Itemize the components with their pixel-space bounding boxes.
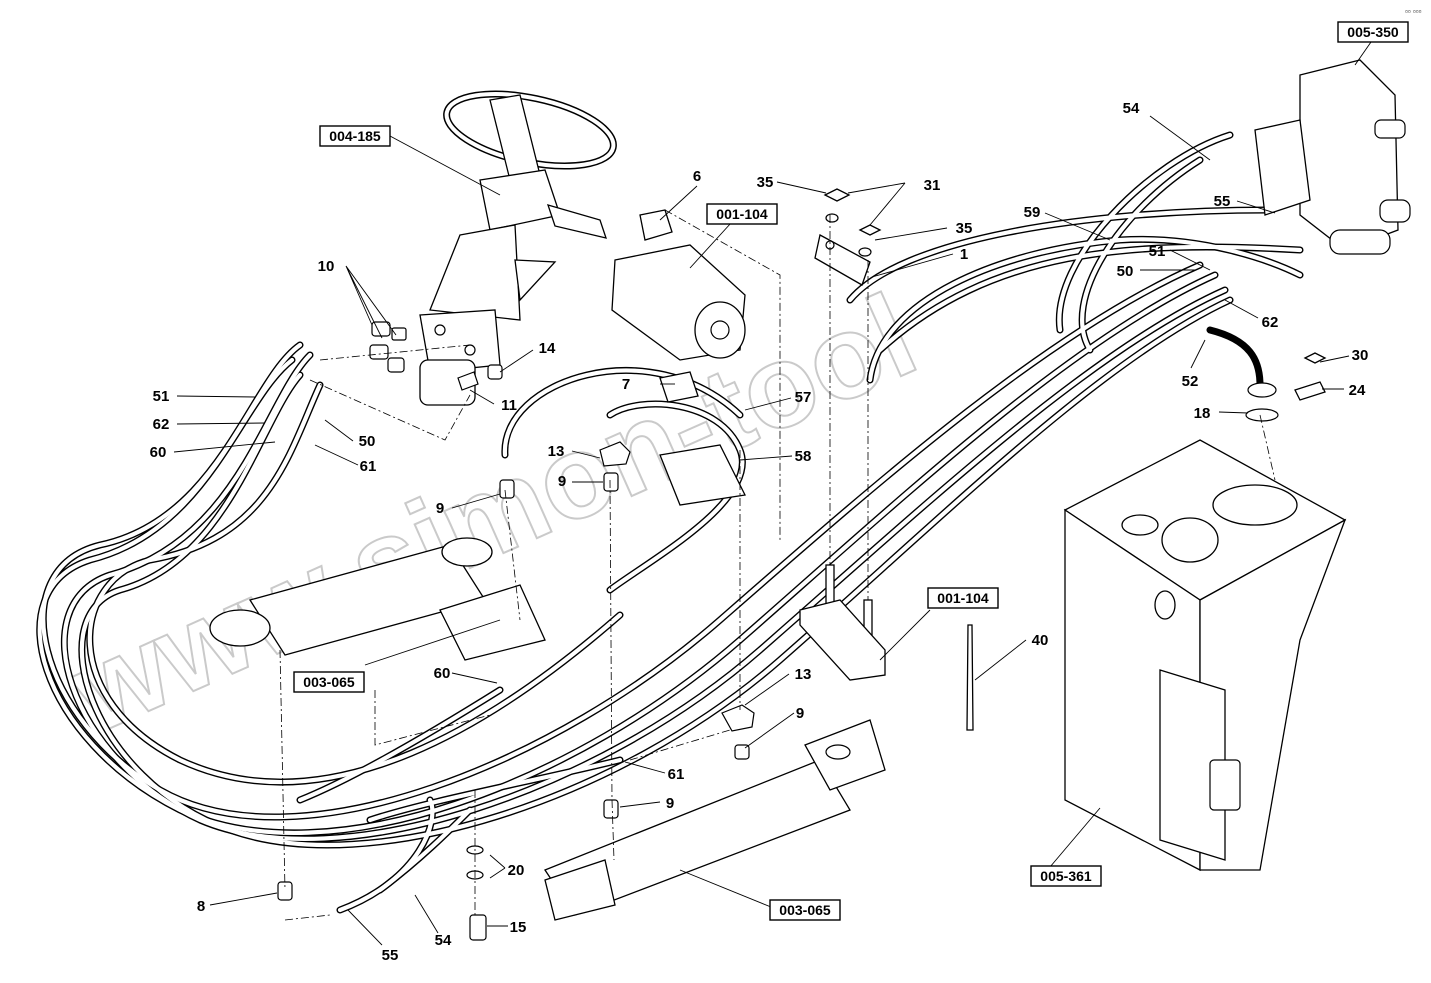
callout-31: 31 xyxy=(924,177,941,194)
callout-10: 10 xyxy=(318,258,335,275)
ref-box-003-065-left: 003-065 xyxy=(293,671,365,693)
callout-58: 58 xyxy=(795,448,812,465)
callout-9-a: 9 xyxy=(558,473,566,490)
hose-core-5 xyxy=(87,382,623,785)
callout-50-left: 50 xyxy=(359,433,376,450)
fitting-14 xyxy=(487,364,503,380)
steering-unit xyxy=(419,90,617,406)
fitting-11 xyxy=(457,371,479,391)
hose-core-10 xyxy=(1080,157,1203,353)
callout-9-b: 9 xyxy=(436,500,444,517)
suction-elbow xyxy=(1206,326,1327,422)
callout-54-bottom: 54 xyxy=(435,932,452,949)
callout-8: 8 xyxy=(197,898,205,915)
hose-core-15 xyxy=(502,368,743,458)
callout-50-right: 50 xyxy=(1117,263,1134,280)
steering-cylinder-left xyxy=(209,444,746,661)
hydraulic-tank xyxy=(1063,439,1347,872)
callout-7: 7 xyxy=(622,376,630,393)
hose-core-14 xyxy=(297,687,503,803)
callout-20: 20 xyxy=(508,862,525,879)
callout-numbers: 6 35 31 35 1 59 54 55 51 50 62 52 30 24 … xyxy=(150,100,1369,964)
callout-9-c: 9 xyxy=(796,705,804,722)
svg-text:005-350: 005-350 xyxy=(1347,24,1399,40)
hydraulic-pump xyxy=(611,209,746,403)
callout-54-top: 54 xyxy=(1123,100,1140,117)
callout-30: 30 xyxy=(1352,347,1369,364)
hose-core-6 xyxy=(877,244,1303,353)
valve-block xyxy=(1254,59,1411,255)
callout-51-right: 51 xyxy=(1149,243,1166,260)
svg-text:004-185: 004-185 xyxy=(329,128,381,144)
svg-text:003-065: 003-065 xyxy=(779,902,831,918)
mounting-bracket xyxy=(799,188,886,681)
hose-core-11 xyxy=(337,797,435,913)
callout-55-bottom: 55 xyxy=(382,947,399,964)
callout-35-right: 35 xyxy=(956,220,973,237)
ref-box-001-104-mid: 001-104 xyxy=(927,587,999,609)
callout-55-top: 55 xyxy=(1214,193,1231,210)
callout-11: 11 xyxy=(501,397,517,414)
callout-61-left: 61 xyxy=(360,458,377,475)
callout-62-right: 62 xyxy=(1262,314,1279,331)
hose-core-9 xyxy=(1057,132,1233,333)
callout-40: 40 xyxy=(1032,632,1049,649)
hose-core-4 xyxy=(79,297,1233,848)
hose-core-3 xyxy=(62,287,1228,841)
callout-60-left: 60 xyxy=(150,444,167,461)
cable-tie xyxy=(966,624,974,731)
ref-box-003-065-bottom: 003-065 xyxy=(769,899,841,921)
leader-lines xyxy=(173,41,1372,946)
hose-1 xyxy=(39,261,1204,821)
callout-52: 52 xyxy=(1182,373,1199,390)
hose-core-12 xyxy=(377,807,473,893)
steering-cylinder-right xyxy=(544,719,886,921)
ref-box-001-104-top: 001-104 xyxy=(706,203,778,225)
axis-lines xyxy=(279,209,1276,921)
callout-1: 1 xyxy=(960,246,968,263)
callout-57: 57 xyxy=(795,389,812,406)
callout-14: 14 xyxy=(539,340,556,357)
callout-35-top: 35 xyxy=(757,174,774,191)
callout-13-top: 13 xyxy=(548,443,565,460)
hose-6 xyxy=(876,243,1304,354)
callout-24: 24 xyxy=(1349,382,1366,399)
hose-core-2 xyxy=(37,272,1218,835)
ref-box-004-185: 004-185 xyxy=(319,125,391,147)
callout-61-mid: 61 xyxy=(668,766,685,783)
hose-core-1 xyxy=(41,262,1203,820)
callout-62-left: 62 xyxy=(153,416,170,433)
ref-box-005-350: 005-350 xyxy=(1337,21,1409,43)
callout-60-mid: 60 xyxy=(434,665,451,682)
fitting-group-10 xyxy=(369,321,407,373)
hose-core-8 xyxy=(847,207,1273,303)
svg-text:001-104: 001-104 xyxy=(716,206,768,222)
hose-bundle xyxy=(36,131,1304,914)
callout-6: 6 xyxy=(693,168,701,185)
callout-59: 59 xyxy=(1024,204,1041,221)
callout-13-bottom: 13 xyxy=(795,666,812,683)
callout-15: 15 xyxy=(510,919,527,936)
callout-51-left: 51 xyxy=(153,388,170,405)
hose-core-13 xyxy=(367,757,623,823)
fittings-bottom xyxy=(277,441,755,941)
svg-text:005-361: 005-361 xyxy=(1040,868,1092,884)
ref-box-005-361: 005-361 xyxy=(1030,865,1102,887)
svg-text:003-065: 003-065 xyxy=(303,674,355,690)
page-marker: ▫▫ ▫▫▫ xyxy=(1405,7,1422,16)
svg-text:001-104: 001-104 xyxy=(937,590,989,606)
callout-9-d: 9 xyxy=(666,795,674,812)
hose-core-7 xyxy=(867,237,1303,383)
callout-18: 18 xyxy=(1194,405,1211,422)
